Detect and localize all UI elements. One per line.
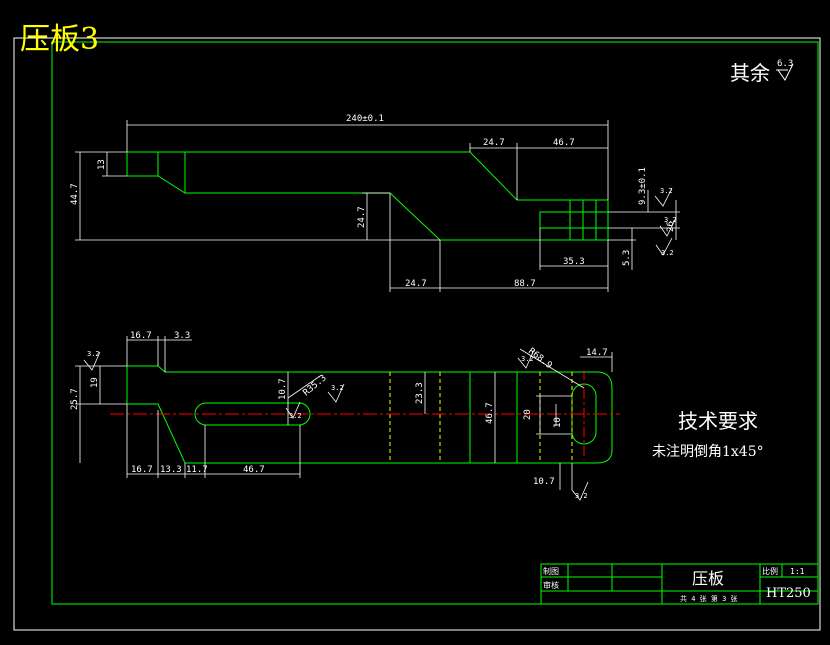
dim-10-7: 10.7 xyxy=(278,378,288,400)
roughness-mark-top-b: 3.2 xyxy=(659,216,677,237)
top-view: 240±0.1 24.7 46.7 13 44.7 24.7 9.3±0.1 2… xyxy=(70,114,680,292)
roughness-note: 其余 6.3 xyxy=(730,59,794,85)
material: HT250 xyxy=(766,586,811,601)
dim-11-7: 11.7 xyxy=(186,465,208,475)
dim-14-7: 14.7 xyxy=(586,348,608,358)
left-slot xyxy=(194,402,311,426)
dim-46-7-horiz: 46.7 xyxy=(243,465,265,475)
outer-border xyxy=(13,37,821,631)
dim-bottom-24-7: 24.7 xyxy=(405,279,427,289)
dim-16-7-a: 16.7 xyxy=(131,465,153,475)
checked-by-label: 审核 xyxy=(543,580,559,590)
roughness-mark-bottom-c: 3.2 xyxy=(517,349,535,369)
dim-5-3: 5.3 xyxy=(622,250,632,266)
tech-req-line1: 未注明倒角1x45° xyxy=(652,444,764,460)
dim-25-7: 25.7 xyxy=(70,388,80,410)
rough-value: 3.2 xyxy=(575,492,588,500)
rough-value: 3.2 xyxy=(661,249,674,257)
dim-overall-length: 240±0.1 xyxy=(346,114,384,124)
dim-13-3: 13.3 xyxy=(160,465,182,475)
dim-3-3: 3.3 xyxy=(174,331,190,341)
roughness-label: 其余 xyxy=(730,61,770,85)
dim-35-3: 35.3 xyxy=(563,257,585,267)
technical-requirements: 技术要求 未注明倒角1x45° xyxy=(652,409,764,460)
rough-value: 3.2 xyxy=(331,384,344,392)
dim-13: 13 xyxy=(97,159,107,170)
dim-19: 19 xyxy=(90,377,100,388)
roughness-mark-bottom-a: 3.2 xyxy=(83,350,101,371)
dim-10-7-b: 10.7 xyxy=(533,477,555,487)
scale-label: 比例 xyxy=(762,566,778,576)
rough-value: 3.2 xyxy=(87,350,100,358)
dim-26: 26 xyxy=(666,221,676,232)
roughness-mark-bottom-e: 3.2 xyxy=(571,481,589,501)
rough-value: 3.2 xyxy=(289,412,302,420)
roughness-value: 6.3 xyxy=(777,59,793,69)
dim-23-3: 23.3 xyxy=(415,382,425,404)
top-view-outline xyxy=(126,151,609,241)
rough-value: 3.2 xyxy=(664,216,677,224)
dim-20: 20 xyxy=(523,409,533,420)
bottom-view: 16.7 3.3 25.7 19 10.7 R35.3 23.3 46.7 R6… xyxy=(70,331,620,501)
inner-border xyxy=(51,41,819,605)
roughness-mark-bottom-b: 3.2 xyxy=(327,383,345,403)
dim-46-7-vert: 46.7 xyxy=(485,402,495,424)
dim-top-46-7: 46.7 xyxy=(553,138,575,148)
dim-44-7: 44.7 xyxy=(70,183,80,205)
dim-88-7: 88.7 xyxy=(514,279,536,289)
dim-9-3: 9.3±0.1 xyxy=(638,167,648,205)
roughness-mark-top-c: 3.2 xyxy=(655,237,674,257)
title-block: 制图 审核 压板 比例 1:1 HT250 共 4 张 第 3 张 xyxy=(540,563,819,605)
roughness-mark-bottom-d: 3.2 xyxy=(285,401,302,420)
dim-vert-24-7: 24.7 xyxy=(357,206,367,228)
tech-req-heading: 技术要求 xyxy=(678,409,758,433)
scale-value: 1:1 xyxy=(790,567,805,576)
dim-10: 10 xyxy=(553,417,563,428)
sheet-count: 共 4 张 第 3 张 xyxy=(680,594,738,603)
roughness-mark-top-a: 3.2 xyxy=(654,187,673,207)
top-view-slot xyxy=(539,211,609,229)
part-name: 压板 xyxy=(692,569,724,588)
dim-16-7-top: 16.7 xyxy=(130,331,152,341)
roughness-symbol xyxy=(777,63,794,81)
drawn-by-label: 制图 xyxy=(543,566,559,576)
bottom-view-outline xyxy=(126,365,613,464)
drawing-title: 压板3 xyxy=(20,22,100,57)
dim-top-24-7: 24.7 xyxy=(483,138,505,148)
rough-value: 3.2 xyxy=(660,187,673,195)
rough-value: 3.2 xyxy=(521,355,534,363)
